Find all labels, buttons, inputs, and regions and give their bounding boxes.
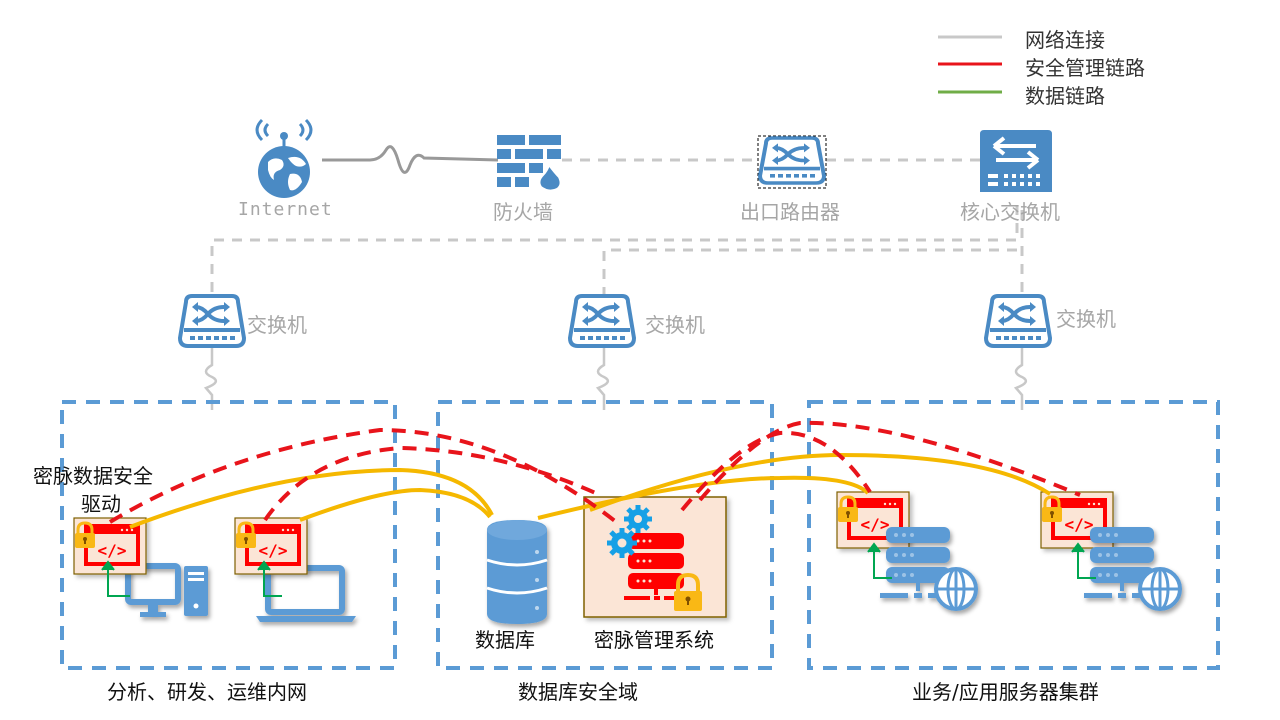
zone-internal-network [60,400,397,670]
core-switch-label: 核心交换机 [960,200,1060,224]
mgmt-to-server1-driver [680,430,872,512]
app-server1-icon [878,525,978,611]
legend-data-label: 数据链路 [1025,84,1105,108]
core-mid-switch-link [602,248,1017,300]
db-to-laptop-driver [299,487,492,522]
right-switch-drop [1013,345,1028,410]
switch-left-label: 交换机 [247,313,307,337]
lock-icon [674,572,702,611]
switch-mid-icon [568,294,636,348]
network-links [203,145,1028,410]
database-icon [486,520,548,624]
legend [938,35,1002,94]
firewall-label: 防火墙 [493,200,553,224]
switch-right-icon [984,294,1052,348]
switch-left-icon [178,294,246,348]
app-server2-icon [1082,525,1182,611]
internet-label: Internet [238,199,333,220]
firewall-icon [497,135,562,192]
mid-switch-drop [595,345,610,410]
left-switch-drop [203,345,218,410]
db-to-desktop-driver [129,467,494,529]
zone-database-security [436,400,774,670]
switch-right-label: 交换机 [1056,307,1116,331]
zones [60,400,1220,670]
zone-app-server-cluster [807,400,1220,670]
data-links [101,542,1096,597]
core-left-switch-link [210,205,1019,300]
database-label: 数据库 [475,628,535,652]
mgmt-links [108,420,1081,527]
driver-caption-line2: 驱动 [81,492,121,516]
mgmt-to-laptop-driver [263,445,601,522]
legend-mgmt-label: 安全管理链路 [1025,56,1145,80]
router-label: 出口路由器 [740,200,840,224]
mgmt-to-server2-driver [698,420,1081,502]
gear-icon [624,505,652,533]
core-switch-icon [980,130,1052,192]
mgmt-to-desktop-driver [108,427,622,527]
internet-firewall-link [322,145,499,174]
switch-mid-label: 交换机 [645,313,705,337]
mgmt-system-label: 密脉管理系统 [594,628,714,652]
router-icon[interactable] [757,135,827,189]
internet-icon [255,118,313,198]
zone-app-server-cluster-label: 业务/应用服务器集群 [912,680,1099,704]
legend-network-label: 网络连接 [1025,28,1105,52]
desktop-computer-icon [125,563,208,617]
zone-database-security-label: 数据库安全域 [518,680,638,704]
driver-caption-line1: 密脉数据安全 [33,464,153,488]
driver-icon-laptop [235,518,307,574]
zone-internal-network-label: 分析、研发、运维内网 [107,680,307,704]
mgmt-system-icon [583,496,727,618]
gear-icon-2 [607,528,637,558]
